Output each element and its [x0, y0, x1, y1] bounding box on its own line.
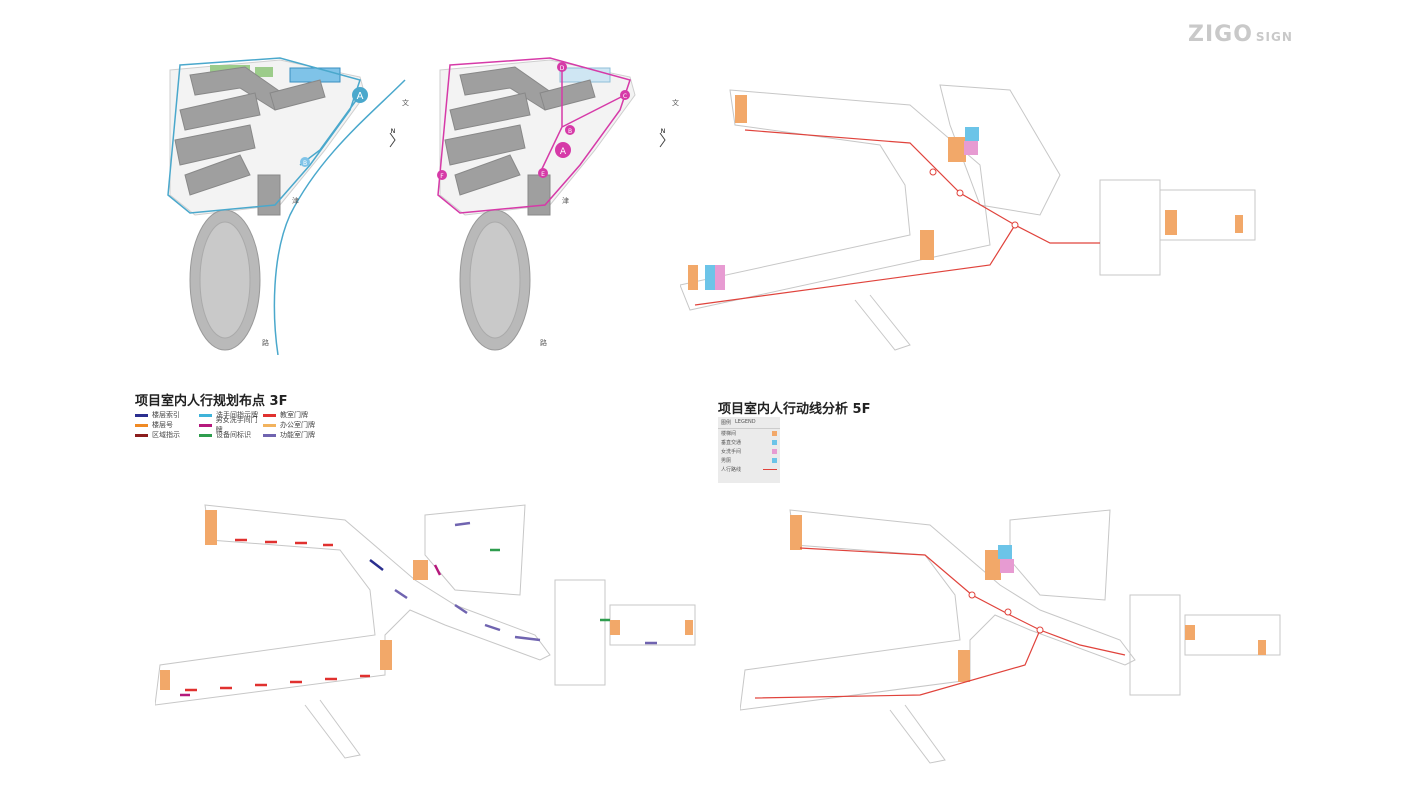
- legend-row-label: 垂直交通: [721, 440, 742, 446]
- pool-blue: [289, 67, 341, 83]
- road-label-jin: 津: [292, 197, 299, 205]
- svg-text:C: C: [623, 93, 627, 100]
- legend-label: 办公室门牌: [280, 421, 315, 429]
- title-3f: 项目室内人行规划布点 3F: [135, 394, 288, 409]
- stairwell-orange: [735, 95, 747, 123]
- route-line-5f-bottom: [754, 547, 1126, 699]
- legend-line-label: 人行路线: [721, 467, 742, 473]
- floor-plan-3f: [155, 504, 696, 759]
- svg-text:津: 津: [562, 197, 569, 205]
- svg-text:A: A: [560, 147, 567, 157]
- floor-plan-top-right: [680, 84, 1256, 351]
- site-plan-blue: A B N 文 津 路: [167, 57, 409, 355]
- svg-text:路: 路: [540, 338, 547, 347]
- brand-name: ZIGO: [1188, 22, 1253, 47]
- legend-header-cn: 图例: [721, 420, 732, 426]
- legend-label: 设备间标识: [216, 431, 251, 439]
- route-point-a: A: [357, 91, 364, 102]
- legend-label: 楼层号: [152, 421, 173, 429]
- legend-row-label: 男厕: [721, 458, 732, 464]
- legend-label: 区域指示: [152, 431, 180, 439]
- road-label-wen: 文: [402, 98, 409, 107]
- svg-text:N: N: [661, 128, 666, 135]
- svg-text:F: F: [440, 173, 444, 180]
- road-label-lu: 路: [262, 338, 269, 347]
- legend-label: 教室门牌: [280, 411, 308, 419]
- legend-label: 功能室门牌: [280, 431, 315, 439]
- title-5f: 项目室内人行动线分析 5F: [718, 402, 871, 417]
- svg-text:文: 文: [672, 98, 679, 107]
- legend-header-en: LEGEND: [735, 419, 756, 425]
- legend-row-label: 女洗手间: [721, 449, 742, 455]
- legend-3f: 楼层索引 洗手间指示牌 教室门牌 楼层号 男女洗手间门牌 办公室门牌 区域指示 …: [135, 410, 375, 440]
- route-line-5f-top: [694, 129, 1100, 306]
- svg-text:D: D: [560, 65, 565, 72]
- site-plan-pink: D C B A E F N 文 津 路: [437, 57, 679, 351]
- svg-text:B: B: [568, 128, 572, 135]
- legend-label: 男女洗手间门牌: [215, 416, 258, 434]
- brand-suffix: SIGN: [1255, 30, 1293, 44]
- route-point-b: B: [303, 160, 307, 167]
- legend-label: 洗手间指示牌: [216, 411, 258, 419]
- floor-plan-5f: [740, 509, 1281, 764]
- north-arrow-label: N: [391, 128, 396, 135]
- legend-row-label: 楼梯间: [721, 431, 737, 437]
- svg-text:E: E: [541, 171, 545, 178]
- legend-label: 楼层索引: [152, 411, 180, 419]
